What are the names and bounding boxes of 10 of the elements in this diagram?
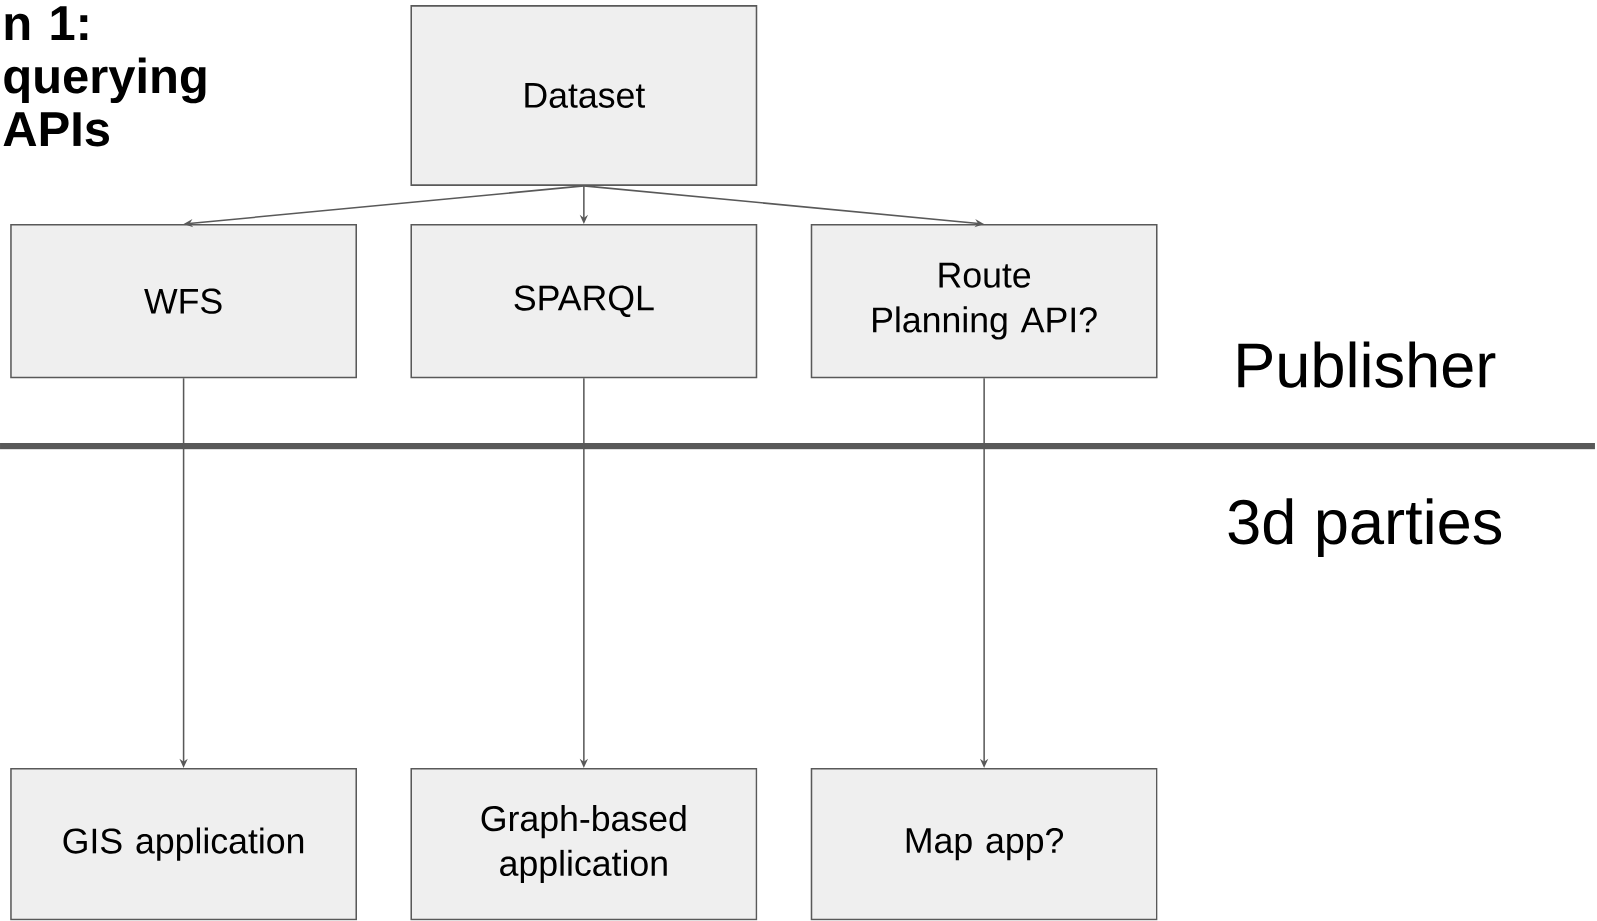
process-box: Route Planning API? [810,224,1158,379]
process-box: WFS [10,224,357,379]
process-box: Map app? [810,768,1158,921]
process-box: SPARQL [410,224,758,379]
side-label: Publisher [1238,341,1496,388]
process-box: Graph-based application [410,768,758,921]
process-box: GIS application [10,768,357,921]
title: n 1: querying APIs [3,6,206,147]
process-box: Dataset [410,5,758,186]
side-label: 3d parties [1228,498,1502,558]
